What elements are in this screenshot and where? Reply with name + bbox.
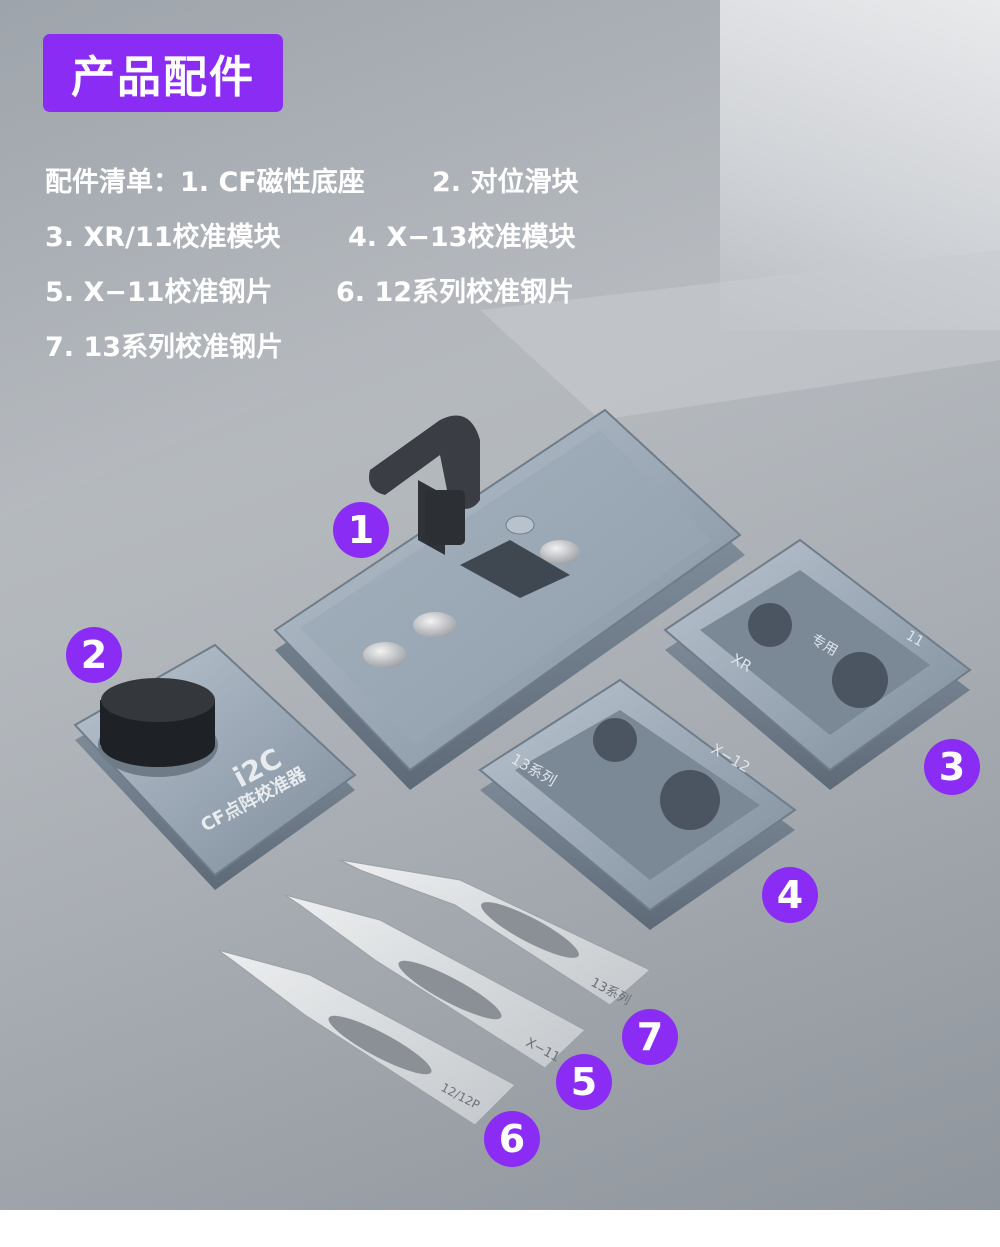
parts-row-3: 5. X−11校准钢片 6. 12系列校准钢片	[45, 270, 665, 325]
parts-row-4: 7. 13系列校准钢片	[45, 325, 665, 380]
callout-5: 5	[556, 1054, 612, 1110]
module-x-13: 13系列 X−12	[478, 678, 797, 930]
ledge-shadow	[0, 310, 600, 680]
parts-row-2: 3. XR/11校准模块 4. X−13校准模块	[45, 215, 665, 270]
page-title: 产品配件	[43, 34, 283, 112]
part-item-4: 4. X−13校准模块	[348, 222, 576, 253]
callout-1: 1	[333, 502, 389, 558]
callout-3: 3	[924, 739, 980, 795]
part-item-5: 5. X−11校准钢片	[45, 277, 273, 308]
module-xr-11: XR 专用 11	[663, 538, 972, 790]
part-item-1: 配件清单：1. CF磁性底座	[45, 167, 365, 198]
module-11-label: 11	[903, 628, 926, 651]
part-item-2: 2. 对位滑块	[432, 167, 579, 198]
magnetic-base	[273, 408, 745, 790]
part-item-3: 3. XR/11校准模块	[45, 222, 281, 253]
callout-6: 6	[484, 1111, 540, 1167]
steel-plate-x11: X−11	[284, 894, 586, 1069]
product-illustration: i2C CF点阵校准器 XR 专用 11 13系列 X−12	[0, 250, 1000, 1126]
part-item-6: 6. 12系列校准钢片	[336, 277, 575, 308]
callout-4: 4	[762, 867, 818, 923]
ledge-top	[480, 250, 1000, 420]
callout-7: 7	[622, 1009, 678, 1065]
parts-row-1: 配件清单：1. CF磁性底座 2. 对位滑块	[45, 160, 665, 215]
callout-2: 2	[66, 627, 122, 683]
steel-plate-13: 13系列	[339, 859, 651, 1009]
part-item-7: 7. 13系列校准钢片	[45, 332, 284, 363]
product-scene: i2C CF点阵校准器 XR 专用 11 13系列 X−12	[0, 0, 1000, 1210]
parts-list: 配件清单：1. CF磁性底座 2. 对位滑块 3. XR/11校准模块 4. X…	[45, 160, 665, 380]
alignment-slider: i2C CF点阵校准器	[73, 643, 357, 890]
